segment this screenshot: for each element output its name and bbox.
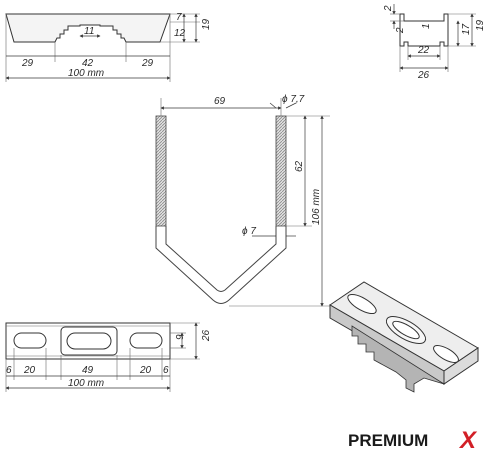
dim-106mm: 106 mm xyxy=(311,189,322,225)
dim-dia-7-7: ϕ 7,7 xyxy=(282,94,305,105)
dim-26-bottom: 26 xyxy=(201,329,212,342)
brand-x-mark: X xyxy=(458,427,478,454)
dim-dia-7: ϕ 7 xyxy=(242,226,256,237)
dim-62: 62 xyxy=(294,160,305,172)
dim-100mm-bottom: 100 mm xyxy=(68,378,104,389)
channel-top-view: 6 20 49 20 6 100 mm 9 26 xyxy=(5,322,212,392)
dim-100mm-top: 100 mm xyxy=(68,68,104,79)
dim-42: 42 xyxy=(82,58,94,69)
dim-11: 11 xyxy=(84,26,94,37)
dim-2-inner: 2 xyxy=(395,27,406,34)
dim-26-top: 26 xyxy=(417,70,430,81)
dim-2-top: 2 xyxy=(383,5,394,12)
premiumx-logo: PREMIUM X xyxy=(348,427,478,454)
clamp-side-view: 29 42 29 11 100 mm 7 12 19 xyxy=(5,12,212,82)
dim-17: 17 xyxy=(461,23,472,35)
dim-1: 1 xyxy=(421,23,432,29)
dim-7: 7 xyxy=(176,12,182,23)
dim-29-right: 29 xyxy=(141,58,154,69)
dim-12: 12 xyxy=(174,28,186,39)
channel-end-view: 2 2 1 22 26 17 19 xyxy=(383,4,486,81)
u-bolt-drawing: 69 ϕ 7,7 62 106 mm ϕ 7 xyxy=(155,94,330,307)
dim-20-left: 20 xyxy=(23,365,36,376)
clamp-isometric-view xyxy=(329,281,479,393)
brand-name: PREMIUM xyxy=(348,431,428,450)
dim-20-right: 20 xyxy=(139,365,152,376)
dim-19-left: 19 xyxy=(201,18,212,30)
dim-29-left: 29 xyxy=(21,58,34,69)
dim-19-right: 19 xyxy=(475,19,486,31)
dim-22: 22 xyxy=(417,45,430,56)
dim-9: 9 xyxy=(175,334,186,340)
dim-6-right: 6 xyxy=(163,365,169,376)
dim-6-left: 6 xyxy=(6,365,12,376)
dim-69: 69 xyxy=(214,96,226,107)
dim-49: 49 xyxy=(82,365,94,376)
